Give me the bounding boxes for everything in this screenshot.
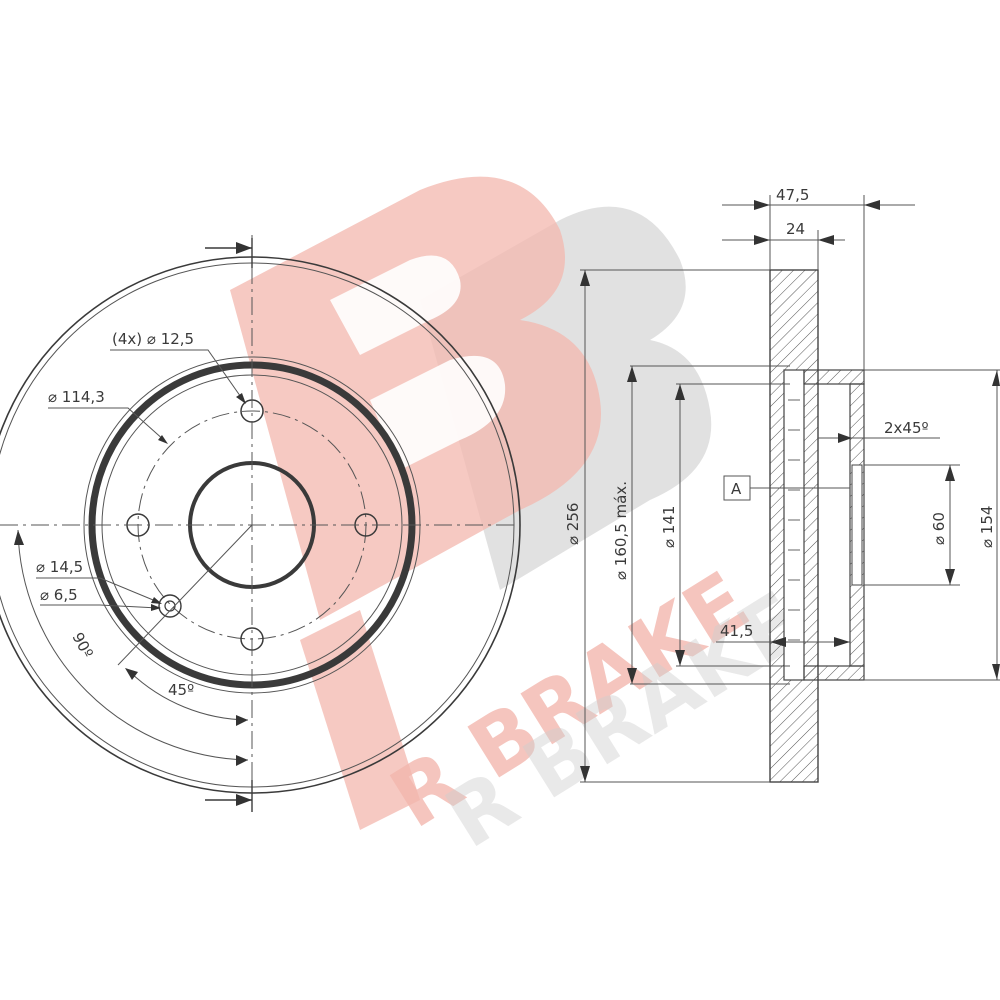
side-view: 47,5 24 2x45º A 41,5 ⌀ 256 ⌀ 160,5 máx. … <box>564 186 1000 783</box>
datum-a-label: A <box>731 480 742 498</box>
thickness-label: 24 <box>786 220 805 238</box>
hole-diam-65-label: ⌀ 6,5 <box>40 586 78 604</box>
diam-256-label: ⌀ 256 <box>564 503 582 545</box>
locator-hole-inner <box>164 600 176 612</box>
front-view: (4x) ⌀ 12,5 ⌀ 114,3 ⌀ 14,5 ⌀ 6,5 90º 45º <box>0 235 521 815</box>
diam-160-label: ⌀ 160,5 máx. <box>612 481 630 580</box>
diam-60-label: ⌀ 60 <box>930 512 948 545</box>
overall-width-label: 47,5 <box>776 186 809 204</box>
hole-diam-145-label: ⌀ 14,5 <box>36 558 83 576</box>
angle-90-label: 90º <box>68 629 96 661</box>
pcd-label: ⌀ 114,3 <box>48 388 105 406</box>
diam-141-label: ⌀ 141 <box>660 506 678 548</box>
chamfer-label: 2x45º <box>884 419 929 437</box>
holes-label: (4x) ⌀ 12,5 <box>112 330 194 348</box>
datum-box <box>723 475 751 501</box>
angle-45-label: 45º <box>168 681 194 699</box>
offset-label: 41,5 <box>720 622 753 640</box>
brand-watermark: R BRAKE R BRAKE <box>230 176 820 867</box>
diam-154-label: ⌀ 154 <box>978 506 996 548</box>
locator-hole-outer <box>158 594 182 618</box>
